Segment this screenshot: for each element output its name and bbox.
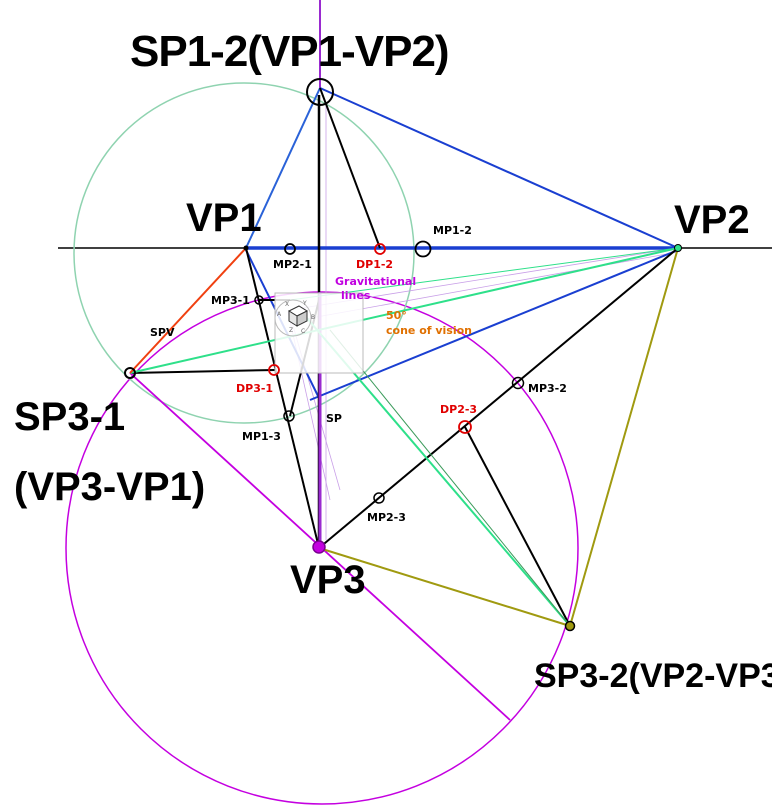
label-mp23: MP2-3 [367, 511, 406, 524]
cube-label-x: X [285, 301, 289, 308]
label-cone-2: cone of vision [386, 324, 472, 337]
label-gravitational-2: lines [341, 289, 371, 302]
label-gravitational-1: Gravitational [335, 275, 416, 288]
markers [124, 78, 682, 632]
orange-line-vp1-sp31 [129, 247, 247, 374]
marker-dp12 [374, 243, 386, 255]
marker-vp3 [312, 540, 326, 554]
label-vp1: VP1 [186, 196, 262, 240]
label-mp21: MP2-1 [273, 258, 312, 271]
green-dark-line [329, 329, 571, 627]
olive-lines [318, 247, 679, 627]
marker-mp13 [283, 410, 295, 422]
marker-mp31 [254, 295, 264, 305]
marker-mp21 [284, 243, 296, 255]
label-sp31-line1: SP3-1 [14, 395, 125, 439]
label-dp31: DP3-1 [236, 382, 273, 395]
label-cone-1: 50° [386, 309, 407, 322]
label-vp3: VP3 [290, 558, 366, 602]
label-sp31-line2: (VP3-VP1) [14, 465, 205, 509]
label-dp23: DP2-3 [440, 403, 477, 416]
marker-mp32 [511, 376, 525, 390]
marker-dp31 [268, 364, 280, 376]
label-dp12: DP1-2 [356, 258, 393, 271]
cube-inset: A B C X Y Z [274, 292, 364, 374]
label-mp32: MP3-2 [528, 382, 567, 395]
cube-label-z: Z [289, 327, 293, 334]
circle-vp1-vp2 [73, 82, 415, 424]
cube-label-a: A [277, 311, 282, 318]
label-sp32: SP3-2(VP2-VP3) [534, 657, 772, 695]
marker-sp12 [306, 78, 334, 106]
black-lines [129, 87, 679, 627]
marker-mp12 [414, 240, 432, 258]
blue-line-sp12-vp1 [245, 87, 321, 249]
marker-sp31 [124, 367, 136, 379]
label-spv: SPV [150, 326, 175, 339]
label-sp12: SP1-2(VP1-VP2) [130, 27, 449, 76]
label-sp: SP [326, 412, 342, 425]
marker-mp23 [373, 492, 385, 504]
marker-vp1 [243, 245, 249, 251]
circle-vp2-vp3-vp1 [65, 291, 579, 805]
marker-vp2 [674, 244, 682, 252]
label-mp31: MP3-1 [211, 294, 250, 307]
cube-label-y: Y [302, 300, 307, 307]
label-vp2: VP2 [674, 198, 750, 242]
cube-label-b: B [311, 314, 315, 321]
marker-dp23 [458, 420, 472, 434]
cube-label-c: C [301, 328, 305, 335]
marker-sp32 [564, 620, 576, 632]
label-mp12: MP1-2 [433, 224, 472, 237]
label-mp13: MP1-3 [242, 430, 281, 443]
